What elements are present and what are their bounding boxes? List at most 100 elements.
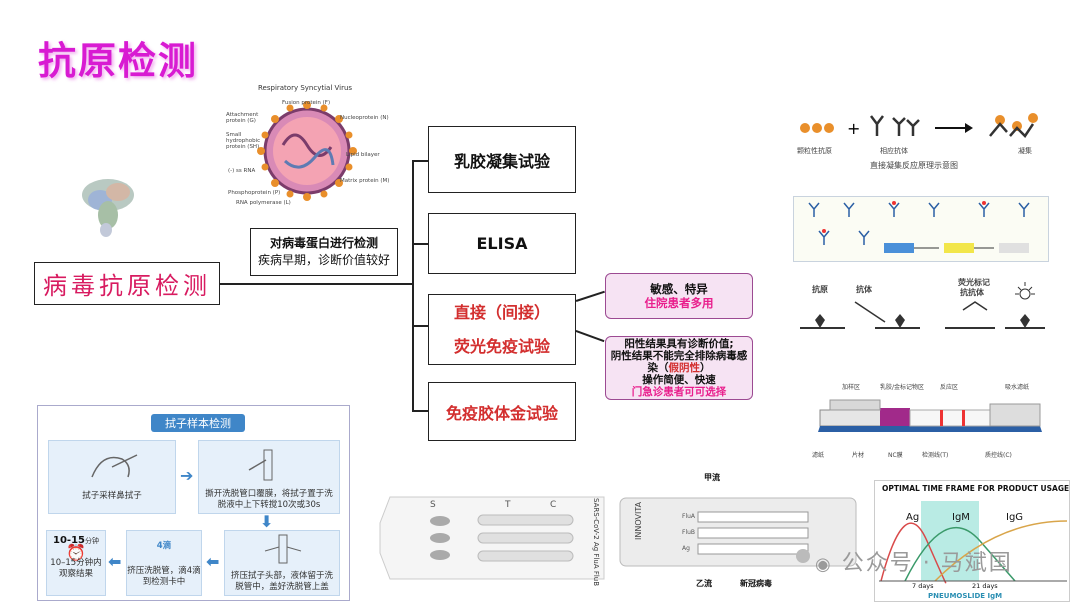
test-cassette — [379, 496, 605, 580]
graph-brand: PNEUMOSLIDE IgM — [928, 592, 1003, 600]
elisa-steps-illustration — [808, 201, 1030, 253]
method-fluorescence: 直接（间接） 荧光免疫试验 — [428, 294, 576, 365]
card-label-a: 甲流 — [704, 473, 720, 482]
connector-4 — [412, 410, 428, 412]
lateral-flow-strip — [818, 399, 1042, 432]
squeeze-icon — [264, 534, 302, 564]
swab-header: 拭子样本检测 — [151, 414, 245, 432]
virus-label-2: Nucleoprotein (N) — [340, 115, 389, 121]
virus-label-5: (-) ss RNA — [228, 168, 256, 174]
fluorescence-label-a: 抗原 — [812, 285, 828, 294]
swab-step-4: 4滴 挤压洗脱管，滴4滴到检测卡中 — [126, 530, 202, 596]
alarm-clock-icon: ⏰ — [66, 543, 86, 562]
cassette-side-label: SARS-CoV-2 Ag FluA FluB — [592, 498, 600, 587]
strip-label-2: 反应区 — [940, 384, 959, 391]
method-elisa: ELISA — [428, 213, 576, 274]
graph-series-ag: Ag — [906, 512, 920, 523]
fluorescence-label-d: 抗抗体 — [960, 288, 984, 297]
note-rapid: 阳性结果具有诊断价值; 阴性结果不能完全排除病毒感 染（假阴性） 操作简便、快速… — [605, 336, 753, 400]
connector-3 — [412, 325, 428, 327]
cassette-letter-c: C — [550, 500, 557, 510]
note-sensitive-line2: 住院患者多用 — [644, 296, 714, 310]
arrow-right-icon: ➔ — [180, 466, 194, 485]
fluorescence-label-b: 抗体 — [856, 285, 872, 294]
arrow-left-icon-2: ⬅ — [108, 552, 122, 571]
note-sensitive: 敏感、特异 住院患者多用 — [605, 273, 753, 319]
connector-note-2 — [575, 330, 605, 342]
svg-text:+: + — [847, 119, 860, 138]
protein-structure-image — [82, 179, 134, 237]
virus-label-8: RNA polymerase (L) — [236, 200, 291, 206]
timer-unit: 分钟 — [84, 537, 99, 545]
test-card — [619, 497, 857, 567]
note-sensitive-line1: 敏感、特异 — [650, 282, 708, 296]
graph-tick-21: 21 days — [972, 582, 998, 590]
strip-bottom-3: 检测线(T) — [922, 452, 949, 459]
fluorescence-label-c: 荧光标记 — [958, 278, 990, 287]
virus-illustration — [257, 101, 357, 201]
strip-label-3: 吸水滤纸 — [1005, 384, 1030, 391]
slide-title: 抗原检测 — [38, 39, 199, 83]
virus-title: Respiratory Syncytial Virus — [258, 84, 353, 92]
strip-bottom-0: 滤纸 — [812, 452, 825, 459]
method-gold: 免疫胶体金试验 — [428, 382, 576, 441]
tube-icon — [248, 449, 273, 481]
nose-swab-icon — [91, 454, 138, 478]
strip-bottom-1: 片材 — [852, 452, 865, 459]
antibody-curves — [879, 501, 1068, 584]
drops-label: 4滴 — [156, 541, 172, 551]
root-node: 病毒抗原检测 — [34, 262, 220, 305]
graph-title: OPTIMAL TIME FRAME FOR PRODUCT USAGE — [882, 484, 1070, 493]
swab-step-3: 挤压拭子头部，液体留于洗脱管中，盖好洗脱管上盖 — [224, 530, 340, 596]
fluorescence-diagram — [800, 282, 1045, 329]
card-label-b: 乙流 — [696, 579, 712, 588]
cassette-letter-t: T — [505, 500, 511, 510]
connector-2 — [412, 243, 428, 245]
virus-label-1: Fusion protein (F) — [282, 100, 331, 106]
detection-note: 对病毒蛋白进行检测 疾病早期，诊断价值较好 — [250, 228, 398, 276]
connector-note-1 — [575, 290, 605, 302]
swab-step-1-text: 拭子采样鼻拭子 — [82, 491, 142, 501]
detection-note-line2: 疾病早期，诊断价值较好 — [257, 253, 390, 267]
agglutination-label-a: 颗粒性抗原 — [797, 147, 832, 155]
watermark-text: 公众号 · 马斌国 — [841, 551, 1013, 576]
note-rapid-line3: 染（假阴性） — [647, 362, 711, 374]
swab-step-3-text: 挤压拭子头部，液体留于洗脱管中，盖好洗脱管上盖 — [230, 571, 333, 592]
graph-series-igm: IgM — [952, 512, 970, 523]
agglutination-diagram: + — [800, 113, 1038, 138]
swab-step-2-text: 撕开洗脱管口覆膜，将拭子置于洗脱液中上下转搅10次或30s — [205, 489, 333, 510]
elisa-panel — [793, 196, 1049, 262]
connector-1 — [412, 160, 428, 162]
virus-label-3: Small hydrophobic protein (SH) — [226, 132, 261, 150]
agglutination-label-b: 相应抗体 — [880, 147, 908, 155]
watermark: ◉ 公众号 · 马斌国 — [815, 545, 1013, 577]
agglutination-caption: 直接凝集反应原理示意图 — [870, 161, 958, 170]
wechat-icon: ◉ — [815, 554, 833, 575]
card-line-1: FluB — [682, 529, 696, 536]
card-brand: INNOVITA — [634, 501, 643, 540]
note-rapid-line5: 门急诊患者可可选择 — [631, 386, 727, 398]
arrow-down-icon: ⬇ — [260, 512, 274, 531]
swab-step-1: 拭子采样鼻拭子 — [48, 440, 176, 514]
card-label-c: 新冠病毒 — [740, 579, 772, 588]
virus-label-0: Attachment protein (G) — [226, 112, 259, 124]
method-fluorescence-line2: 荧光免疫试验 — [453, 336, 550, 356]
connector-root — [220, 283, 412, 285]
swab-step-4-text: 挤压洗脱管，滴4滴到检测卡中 — [127, 566, 201, 587]
virus-label-4: Lipid bilayer — [346, 152, 380, 158]
note-rapid-line1: 阳性结果具有诊断价值; — [624, 338, 734, 350]
graph-series-igg: IgG — [1006, 512, 1024, 523]
strip-bottom-2: NC膜 — [888, 452, 903, 459]
method-fluorescence-line1: 直接（间接） — [453, 302, 550, 322]
virus-label-7: Matrix protein (M) — [340, 178, 390, 184]
strip-label-0: 加样区 — [842, 384, 861, 391]
graph-tick-7: 7 days — [912, 582, 934, 590]
swab-step-2: 撕开洗脱管口覆膜，将拭子置于洗脱液中上下转搅10次或30s — [198, 440, 340, 514]
detection-note-line1: 对病毒蛋白进行检测 — [269, 236, 378, 250]
swab-procedure-panel: 拭子样本检测 拭子采样鼻拭子 ➔ 撕开洗脱管口覆膜，将拭子置于洗脱液中上下转搅1… — [37, 405, 350, 601]
note-rapid-line2: 阴性结果不能完全排除病毒感 — [610, 350, 748, 362]
swab-step-5-text: 10–15分钟内观察结果 — [50, 558, 102, 579]
strip-label-1: 乳胶/金标记物区 — [880, 384, 925, 391]
strip-bottom-4: 质控线(C) — [985, 452, 1012, 459]
virus-label-6: Phosphoprotein (P) — [228, 190, 281, 196]
